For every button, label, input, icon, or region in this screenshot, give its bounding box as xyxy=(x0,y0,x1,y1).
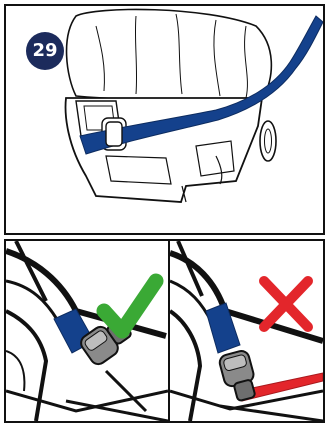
cross-icon xyxy=(264,281,308,327)
step-number-badge: 29 xyxy=(26,32,64,70)
illustration-panel-main: 29 xyxy=(4,4,325,235)
illustration-panel-incorrect xyxy=(168,239,325,423)
illustration-panel-correct xyxy=(4,239,170,423)
incorrect-belt-position-illustration xyxy=(170,241,323,421)
correct-belt-position-illustration xyxy=(6,241,168,421)
check-icon xyxy=(104,281,156,331)
